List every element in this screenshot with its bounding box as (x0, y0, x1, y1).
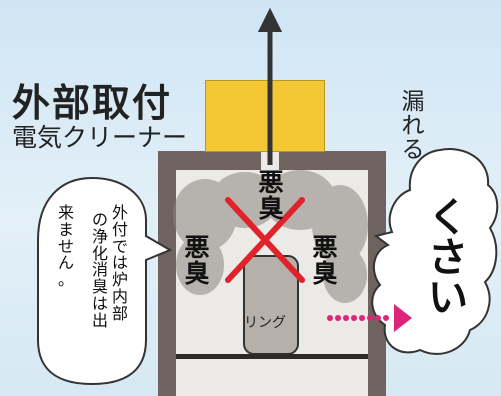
speech-bubble (37, 176, 173, 386)
smelly-cloud (371, 148, 499, 355)
bubble-text-column-2: の浄化消臭は出 (91, 210, 108, 330)
title: 外部取付 (12, 81, 173, 125)
leak-label: 漏れる (401, 89, 425, 164)
furnace-floor (176, 354, 368, 359)
bubble-text-column-1: 外付では炉内部 (111, 203, 128, 323)
smoke-clouds (173, 170, 368, 303)
subtitle: 電気クリーナー (12, 123, 188, 152)
foul-odor-top: 悪臭 (258, 168, 284, 224)
leak-arrow (327, 304, 412, 332)
foul-odor-right: 悪臭 (312, 233, 338, 289)
cross-mark (225, 197, 305, 283)
bubble-text-column-3: 来ません。 (57, 203, 74, 290)
smelly-label: くさい (428, 195, 468, 321)
foul-odor-left: 悪臭 (184, 233, 210, 289)
ring-label: リング (244, 315, 286, 331)
electric-cleaner-box (205, 80, 325, 152)
